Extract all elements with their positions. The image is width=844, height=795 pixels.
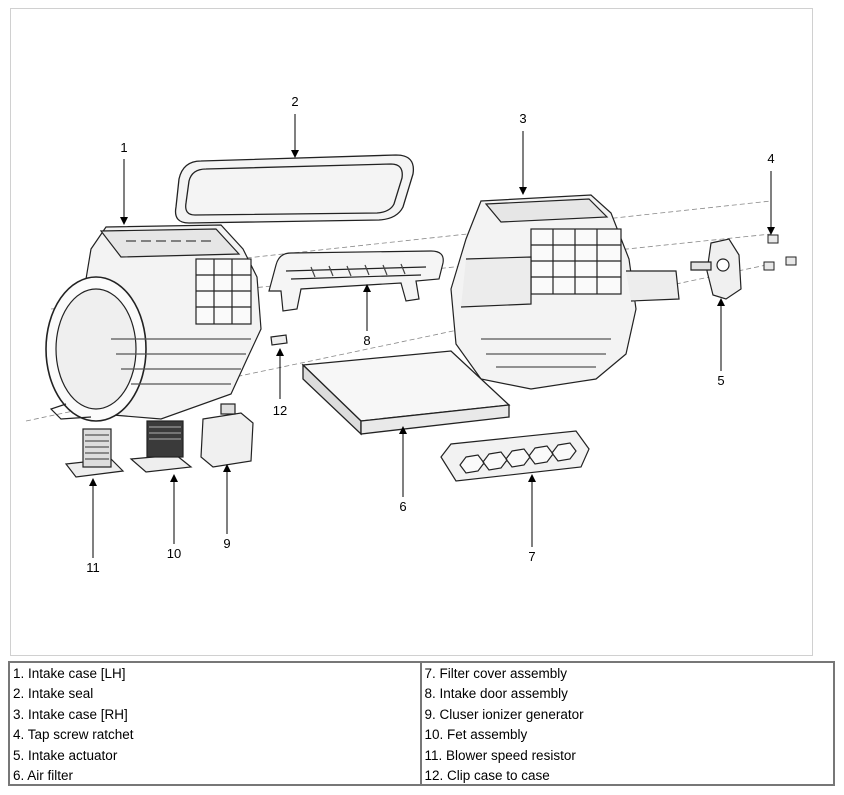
legend-item: 9. Cluser ionizer generator (424, 706, 584, 722)
intake-door-assembly (268, 250, 444, 312)
diagram-drawing: 1 2 3 4 5 6 7 8 9 10 11 12 (25, 94, 797, 575)
cluser-ionizer-generator (200, 403, 254, 468)
fet-assembly (129, 420, 193, 473)
legend-item: 10. Fet assembly (424, 727, 528, 743)
callout-6: 6 (399, 499, 406, 514)
exploded-diagram: 1 2 3 4 5 6 7 8 9 10 11 12 (10, 8, 813, 656)
legend-column-left: 1. Intake case [LH] 2. Intake seal 3. In… (10, 663, 422, 784)
legend-item: 2. Intake seal (13, 686, 94, 702)
leader-arrows (89, 114, 775, 558)
intake-case-rh (450, 194, 680, 390)
callout-2: 2 (291, 94, 298, 109)
blower-speed-resistor (64, 428, 125, 478)
callout-7: 7 (528, 549, 535, 564)
legend-item: 4. Tap screw ratchet (13, 727, 134, 743)
callout-5: 5 (717, 373, 724, 388)
callout-8: 8 (363, 333, 370, 348)
legend-item: 5. Intake actuator (13, 747, 118, 763)
intake-case-lh (45, 224, 262, 422)
callout-11: 11 (86, 560, 100, 575)
callout-3: 3 (519, 111, 526, 126)
legend-item: 6. Air filter (13, 768, 74, 784)
legend-item: 11. Blower speed resistor (424, 747, 576, 763)
legend-column-right: 7. Filter cover assembly 8. Intake door … (422, 663, 834, 784)
legend-item: 12. Clip case to case (424, 768, 550, 784)
intake-actuator (690, 238, 742, 300)
callout-labels: 1 2 3 4 5 6 7 8 9 10 11 12 (86, 94, 774, 575)
tap-screws (763, 234, 797, 271)
legend-item: 8. Intake door assembly (424, 686, 568, 702)
callout-10: 10 (167, 546, 181, 561)
intake-seal (174, 154, 415, 224)
filter-cover-assembly (440, 430, 590, 482)
callout-9: 9 (223, 536, 230, 551)
legend-item: 7. Filter cover assembly (424, 666, 568, 681)
callout-12: 12 (273, 403, 287, 418)
callout-1: 1 (120, 140, 127, 155)
parts-legend-table: 1. Intake case [LH] 2. Intake seal 3. In… (8, 661, 835, 786)
legend-item: 1. Intake case [LH] (13, 666, 126, 681)
clip-case-to-case (270, 334, 288, 346)
callout-4: 4 (767, 151, 774, 166)
air-filter (301, 350, 511, 436)
legend-item: 3. Intake case [RH] (13, 706, 128, 722)
